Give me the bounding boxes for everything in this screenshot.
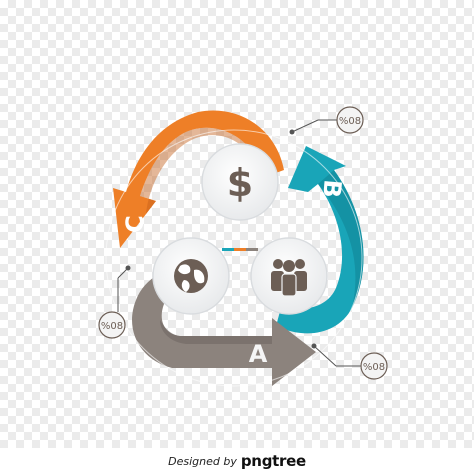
- arrow-a: [132, 265, 316, 386]
- arrow-b: [276, 146, 364, 334]
- circle-dollar: [201, 143, 279, 221]
- tag-b: %08: [289, 106, 364, 135]
- footer-bar: Designed by pngtree: [0, 448, 474, 474]
- letter-a: A: [249, 340, 268, 368]
- letter-b: B: [317, 178, 346, 199]
- dollar-icon: $: [227, 161, 253, 205]
- tag-c-text: %08: [101, 321, 123, 332]
- center-accent: [222, 248, 258, 251]
- people-icon: [271, 259, 307, 297]
- arrow-c: [113, 110, 284, 248]
- footer-credit: Designed by: [168, 454, 237, 468]
- tag-b-text: %08: [339, 116, 361, 127]
- tag-a-text: %08: [363, 362, 385, 373]
- footer-brand-logo: pngtree: [240, 452, 306, 470]
- outline-ring: [105, 129, 363, 387]
- letter-c: C: [121, 215, 149, 233]
- tag-c: %08: [98, 265, 131, 339]
- globe-icon: [174, 259, 208, 293]
- tag-a: %08: [311, 343, 388, 380]
